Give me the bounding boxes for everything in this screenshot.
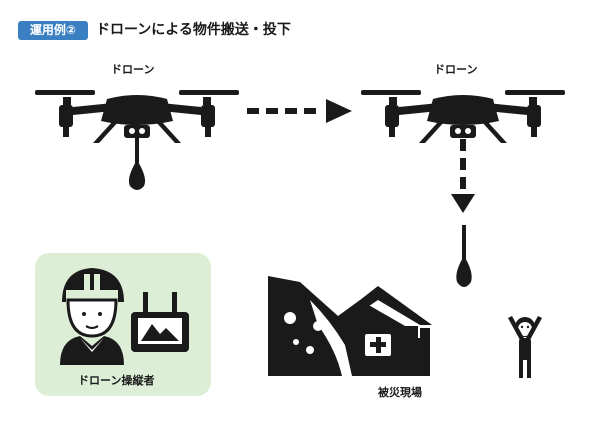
dashed-arrow-right-icon [247,99,352,123]
remote-controller-icon [131,292,189,352]
drone-left-label: ドローン [111,63,155,76]
operator-icon [60,268,124,365]
dashed-arrow-down-icon [451,139,475,213]
operator-label: ドローン操縦者 [78,374,155,387]
waving-person-icon [508,316,542,378]
usage-example-badge: 運用例② [18,21,88,40]
payload-icon [128,160,146,190]
page-title: ドローンによる物件搬送・投下 [96,22,291,38]
drone-left-icon [35,90,239,143]
falling-payload-icon [456,256,472,287]
landslide-house-icon [268,276,432,376]
drone-right-label: ドローン [434,63,478,76]
falling-payload-line [462,225,466,259]
disaster-site-label: 被災現場 [378,386,422,399]
drone-right-icon [361,90,565,143]
payload-line [135,137,139,163]
